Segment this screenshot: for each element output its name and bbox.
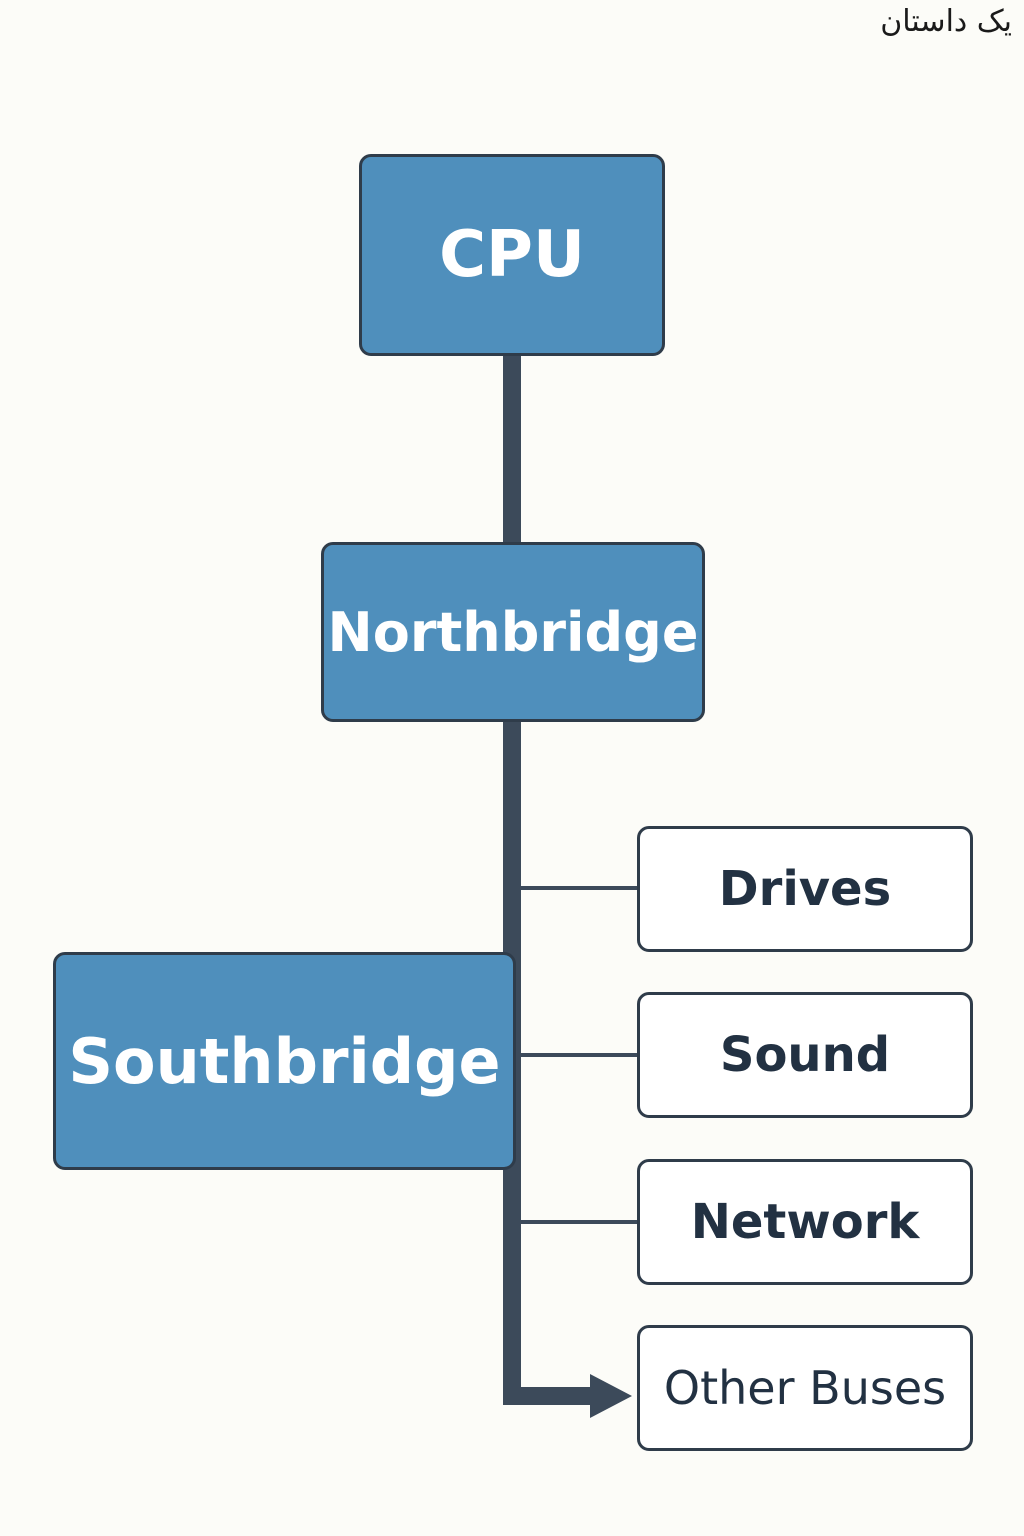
drives-node: Drives: [637, 826, 973, 952]
network-node: Network: [637, 1159, 973, 1285]
other-buses-arrow-head: [590, 1374, 632, 1418]
corner-caption: یک داستان: [880, 4, 1012, 39]
northbridge-node: Northbridge: [321, 542, 705, 722]
sound-node: Sound: [637, 992, 973, 1118]
cpu-node: CPU: [359, 154, 665, 356]
other-buses-node: Other Buses: [637, 1325, 973, 1451]
southbridge-node: Southbridge: [53, 952, 516, 1170]
